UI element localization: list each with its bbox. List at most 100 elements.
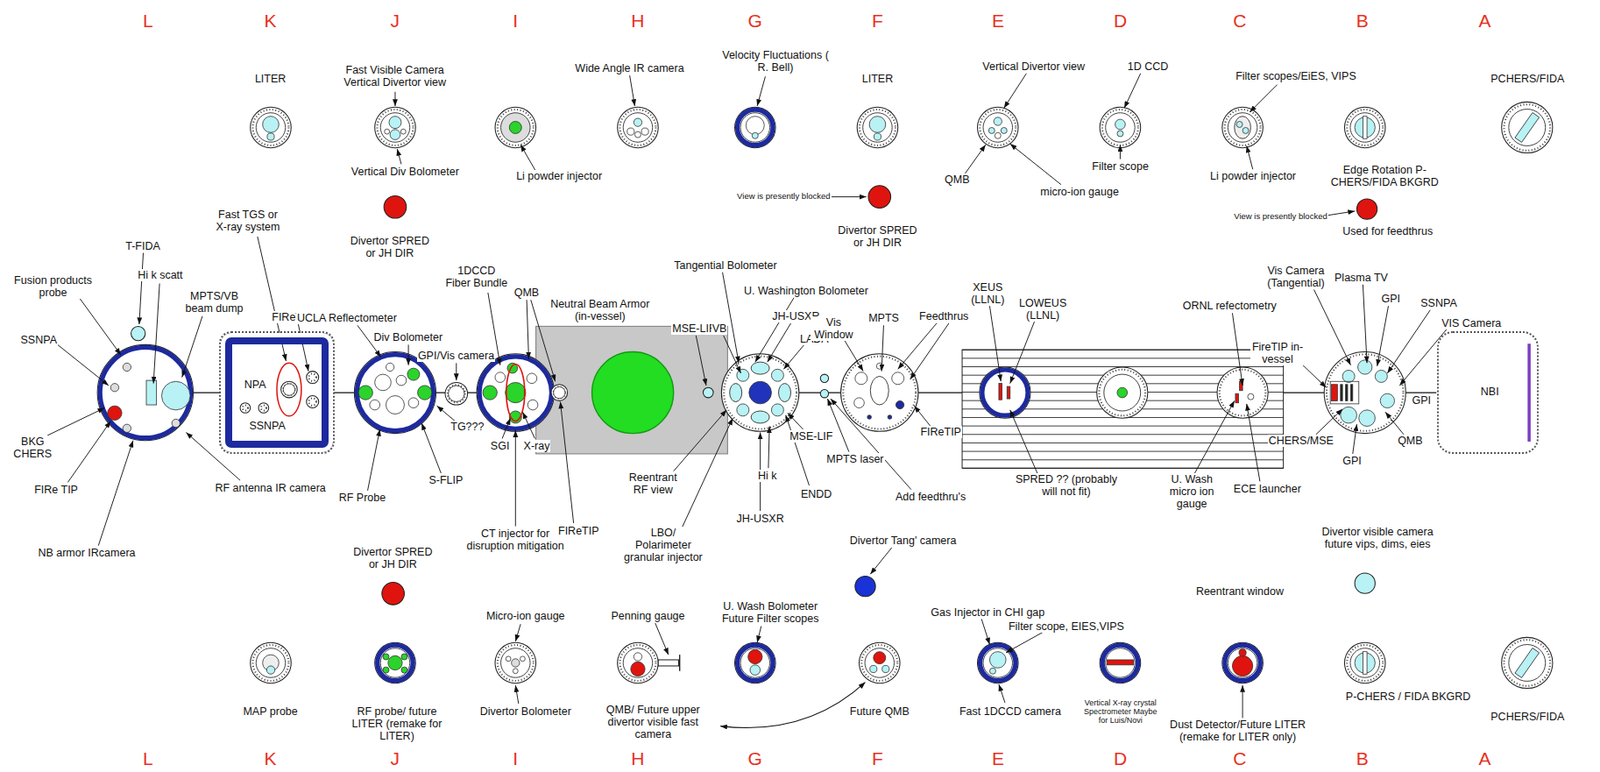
bolt-ring xyxy=(979,109,1016,146)
port-label: Vertical Div Bolometer xyxy=(350,165,461,178)
leader-line xyxy=(898,323,937,369)
port-feature xyxy=(869,116,886,134)
port-column-letter: H xyxy=(630,748,645,770)
nbi-box-fill xyxy=(1437,332,1537,453)
leader-line xyxy=(722,272,740,364)
leader-line xyxy=(520,144,536,171)
small-port xyxy=(131,325,146,340)
flange-outline xyxy=(735,106,777,149)
port-label: Wide Angle IR camera xyxy=(573,62,685,75)
bolt-ring xyxy=(1219,369,1267,417)
port-flange xyxy=(495,106,537,149)
bolt-ring xyxy=(242,404,248,411)
flange-outline xyxy=(240,403,251,414)
port-window xyxy=(448,385,465,402)
bolt-ring xyxy=(1224,109,1261,146)
port-feature xyxy=(1330,381,1360,404)
port-column-letter: J xyxy=(389,10,401,32)
leader-line xyxy=(1377,305,1389,367)
port-label: ENDD xyxy=(800,488,833,501)
port-feature xyxy=(385,396,404,415)
port-label: Divertor SPRED or JH DIR xyxy=(347,545,438,571)
port-label: SGI xyxy=(489,439,511,453)
port-label: MPTS laser xyxy=(825,453,885,466)
port-window xyxy=(1227,113,1258,143)
port-label: BKG CHERS xyxy=(9,435,56,461)
port-flange xyxy=(250,642,292,684)
port-feature xyxy=(988,127,995,134)
port-label: Fusion products probe xyxy=(10,274,96,299)
port-feature xyxy=(1115,119,1126,130)
port-column-letter: I xyxy=(511,748,519,770)
port-column-letter: K xyxy=(263,748,278,770)
port-label: Hi k scatt xyxy=(136,269,184,282)
port-feature xyxy=(854,397,865,409)
stripe-line xyxy=(962,467,1284,469)
port-flange xyxy=(1097,367,1148,418)
port-column-letter: L xyxy=(141,10,155,32)
port-column-letter: G xyxy=(747,10,764,32)
port-feature xyxy=(526,373,538,384)
port-label: MSE-LIF xyxy=(788,430,834,443)
port-feature xyxy=(1515,648,1540,679)
port-window xyxy=(1227,648,1258,679)
small-port xyxy=(820,374,829,383)
port-feature xyxy=(1359,410,1376,427)
port-window xyxy=(255,113,286,143)
leader-line xyxy=(1005,632,1043,653)
leader-line xyxy=(1249,84,1277,113)
port-flange xyxy=(476,353,554,432)
port-window xyxy=(553,386,566,398)
port-flange xyxy=(977,106,1020,149)
flange-outline xyxy=(353,352,436,434)
port-feature xyxy=(382,666,390,673)
port-window xyxy=(1105,648,1136,679)
small-port xyxy=(1356,198,1377,220)
leader-line xyxy=(681,417,733,529)
port-flange xyxy=(1344,106,1386,149)
port-label: LBO/ Polarimeter granular injector xyxy=(621,526,705,564)
leader-line xyxy=(695,335,707,386)
port-label: Div Bolometer xyxy=(373,331,445,344)
port-flange xyxy=(375,106,417,149)
leader-line xyxy=(965,144,986,174)
port-label: Edge Rotation P-CHERS/FIDA BKGRD xyxy=(1322,163,1447,189)
bolt-ring xyxy=(619,644,656,681)
port-feature xyxy=(895,400,904,409)
leader-line xyxy=(185,431,241,481)
bolt-ring xyxy=(1098,369,1146,417)
flange-outline xyxy=(1501,101,1553,153)
port-column-letter: G xyxy=(747,748,764,770)
port-label: LITER xyxy=(861,72,894,85)
port-label: Filter scope xyxy=(1090,160,1150,173)
leader-line xyxy=(827,398,849,453)
port-window xyxy=(1104,374,1141,411)
port-flange xyxy=(977,642,1020,684)
port-label: Divertor Bolometer xyxy=(479,705,573,718)
diagnostic-port-box: NPASSNPA xyxy=(219,331,335,454)
bolt-ring xyxy=(253,109,290,146)
leader-line xyxy=(139,253,144,325)
port-label: ORNL refectometry xyxy=(1182,299,1278,312)
port-flange xyxy=(735,642,777,684)
bolt-ring xyxy=(859,109,896,146)
port-feature xyxy=(107,405,122,420)
port-feature xyxy=(382,653,390,660)
stripe-line xyxy=(962,349,1284,351)
flange-ring xyxy=(356,354,433,432)
leader-line xyxy=(630,75,636,107)
leader-line xyxy=(1010,321,1035,384)
port-feature xyxy=(641,127,649,135)
stripe-line xyxy=(962,433,1284,435)
port-feature xyxy=(512,668,518,674)
port-label: Fast 1DCCD camera xyxy=(958,705,1062,718)
flange-outline xyxy=(1099,642,1141,684)
port-label: Future QMB xyxy=(849,705,911,718)
leader-line xyxy=(515,430,517,526)
port-feature xyxy=(873,651,886,665)
port-column-letter: B xyxy=(1355,10,1370,32)
flange-outline xyxy=(375,642,417,684)
stripe-line xyxy=(962,442,1284,444)
leader-line xyxy=(560,402,574,524)
bolt-ring xyxy=(1503,639,1551,687)
